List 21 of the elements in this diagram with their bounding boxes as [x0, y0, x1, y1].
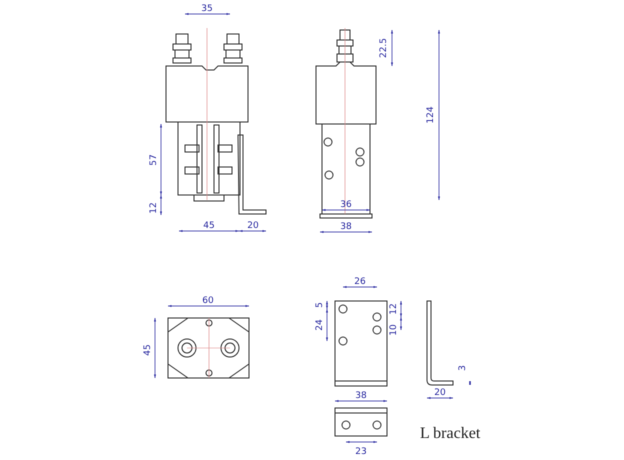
dimension-label: 38 [355, 391, 367, 401]
dimension-label: 60 [202, 296, 214, 306]
view-caption: L bracket [420, 425, 480, 442]
dimension-label: 45 [143, 344, 153, 356]
dimension-label: 12 [389, 303, 399, 315]
dimension-label: 57 [149, 154, 159, 166]
dimension-label: 36 [340, 200, 352, 210]
dimension-label: 23 [355, 447, 367, 457]
dimension-label: 45 [203, 221, 215, 231]
dimension-label: 38 [340, 222, 352, 232]
dimension-label: 20 [247, 221, 259, 231]
dimension-label: 3 [458, 365, 468, 371]
dimension-label: 26 [354, 277, 366, 287]
dimension-label: 35 [201, 4, 213, 14]
dimension-label: 5 [315, 302, 325, 308]
dimension-label: 22.5 [379, 38, 389, 58]
dimension-label: 124 [426, 106, 436, 124]
dimension-label: 12 [149, 202, 159, 214]
dimension-label: 10 [389, 324, 399, 336]
dimension-label: 20 [434, 388, 446, 398]
dimension-label: 24 [315, 319, 325, 331]
